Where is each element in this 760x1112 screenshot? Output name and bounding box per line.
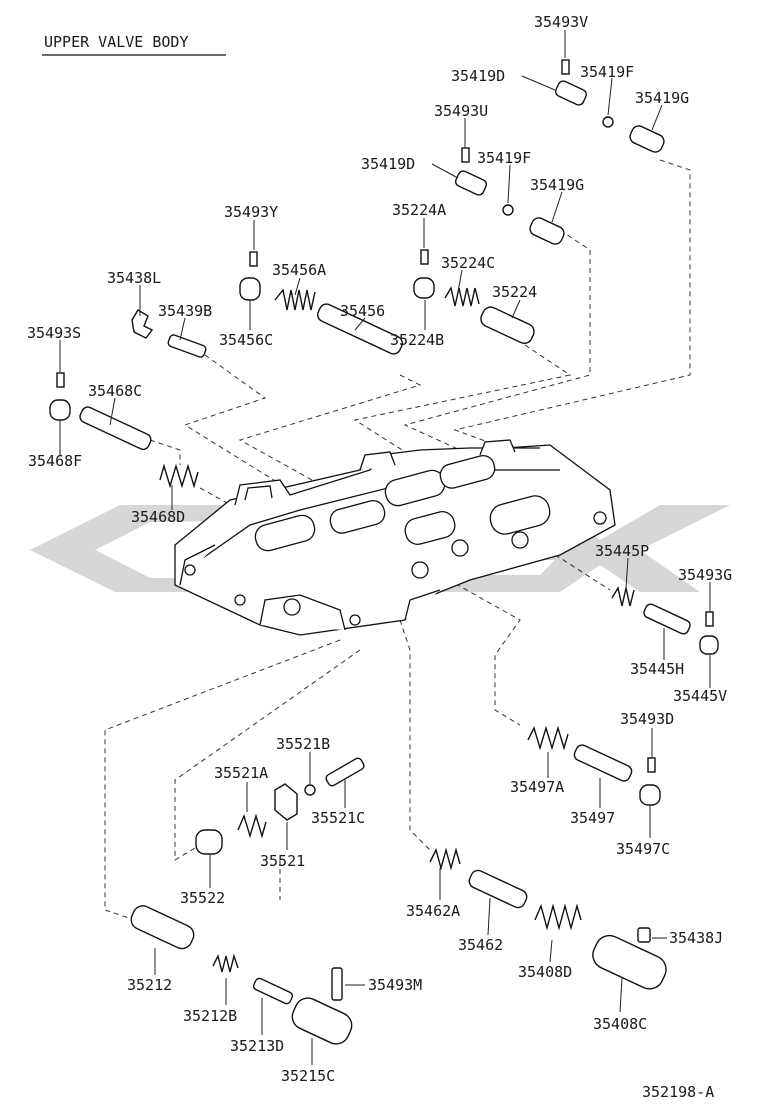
part-label: 35212B bbox=[183, 1007, 237, 1025]
part-35497-valve bbox=[573, 744, 633, 782]
part-label: 35468D bbox=[131, 508, 185, 526]
figure-code: 352198-A bbox=[642, 1083, 714, 1101]
upper-valve-body bbox=[174, 439, 616, 636]
part-label: 35445H bbox=[630, 660, 684, 678]
part-label: 35522 bbox=[180, 889, 225, 907]
part-label: 35521A bbox=[214, 764, 268, 782]
part-35213D-valve bbox=[252, 977, 294, 1005]
part-35445P-spring bbox=[611, 586, 635, 607]
part-35497C-shape bbox=[639, 784, 661, 806]
part-35493S-shape bbox=[56, 372, 65, 388]
part-35468D-spring bbox=[159, 463, 199, 489]
part-label: 35521B bbox=[276, 735, 330, 753]
leader-lines bbox=[59, 30, 711, 1065]
part-35419D-shape-a bbox=[554, 80, 588, 106]
part-35497A-spring bbox=[527, 725, 569, 751]
part-label: 35212 bbox=[127, 976, 172, 994]
part-label: 35468C bbox=[88, 382, 142, 400]
part-35419G-shape-a bbox=[629, 125, 665, 153]
part-35493G-shape bbox=[705, 611, 714, 627]
part-label: 35493V bbox=[534, 13, 588, 31]
part-35462A-spring bbox=[429, 847, 461, 871]
part-35456C-shape bbox=[239, 277, 261, 301]
part-label: 35462A bbox=[406, 902, 460, 920]
part-label: 35521C bbox=[311, 809, 365, 827]
part-label: 35493S bbox=[27, 324, 81, 342]
part-35438J-clip bbox=[637, 927, 651, 943]
part-35408D-spring bbox=[534, 903, 582, 931]
part-35445H-valve bbox=[643, 603, 691, 635]
part-label: 35224C bbox=[441, 254, 495, 272]
part-35419G-shape-b bbox=[529, 217, 565, 245]
part-35521A-spring bbox=[237, 813, 267, 839]
part-35224B-shape bbox=[413, 277, 435, 299]
part-35419D-shape-b bbox=[454, 170, 488, 196]
part-35493U-shape bbox=[461, 147, 470, 163]
part-35468F-shape bbox=[49, 399, 71, 421]
part-35521C-bolt bbox=[325, 757, 365, 787]
part-label: 35493Y bbox=[224, 203, 278, 221]
part-35215C-sleeve bbox=[291, 997, 353, 1045]
part-35456-valve bbox=[317, 303, 403, 355]
part-label: 35408D bbox=[518, 963, 572, 981]
part-label: 35493M bbox=[368, 976, 422, 994]
part-label: 35224 bbox=[492, 283, 537, 301]
part-35493V-shape bbox=[561, 59, 570, 75]
part-35212B-spring bbox=[212, 953, 239, 973]
part-labels: 35493V 35419D 35419F 35419G 35493U 35419… bbox=[27, 13, 732, 1085]
part-label: 35497 bbox=[570, 809, 615, 827]
part-35445V-shape bbox=[699, 635, 719, 655]
part-35224A-shape bbox=[420, 249, 429, 265]
part-35224-valve bbox=[480, 306, 535, 344]
part-label: 35419D bbox=[361, 155, 415, 173]
part-35521B-washer bbox=[304, 784, 316, 796]
part-35439B-bolt bbox=[167, 334, 207, 358]
part-label: 35419F bbox=[477, 149, 531, 167]
part-label: 35462 bbox=[458, 936, 503, 954]
part-label: 35497A bbox=[510, 778, 564, 796]
parts bbox=[49, 59, 719, 1045]
part-label: 35419D bbox=[451, 67, 505, 85]
part-35468C-valve bbox=[79, 406, 152, 451]
part-35408C-sleeve bbox=[592, 934, 667, 990]
part-label: 35456C bbox=[219, 331, 273, 349]
part-label: 35468F bbox=[28, 452, 82, 470]
part-label: 35445P bbox=[595, 542, 649, 560]
part-label: 35456A bbox=[272, 261, 326, 279]
part-label: 35419G bbox=[530, 176, 584, 194]
part-label: 35419F bbox=[580, 63, 634, 81]
part-35522-sleeve bbox=[195, 829, 223, 855]
part-35438L-clip bbox=[131, 309, 154, 339]
part-label: 35493G bbox=[678, 566, 732, 584]
part-label: 35521 bbox=[260, 852, 305, 870]
part-35493M-shape bbox=[331, 967, 343, 1001]
part-label: 35456 bbox=[340, 302, 385, 320]
part-label: 35408C bbox=[593, 1015, 647, 1033]
part-35212-valve bbox=[130, 905, 195, 950]
part-35419F-shape-b bbox=[502, 204, 514, 216]
part-35224C-spring bbox=[444, 286, 480, 307]
part-35456A-spring bbox=[274, 288, 316, 311]
part-label: 35224A bbox=[392, 201, 446, 219]
part-label: 35438J bbox=[669, 929, 723, 947]
part-label: 35438L bbox=[107, 269, 161, 287]
diagram-title: UPPER VALVE BODY bbox=[44, 33, 189, 51]
part-label: 35439B bbox=[158, 302, 212, 320]
part-35419F-shape-a bbox=[602, 116, 614, 128]
part-label: 35497C bbox=[616, 840, 670, 858]
part-35462-valve bbox=[468, 869, 528, 909]
part-label: 35493D bbox=[620, 710, 674, 728]
part-label: 35215C bbox=[281, 1067, 335, 1085]
part-label: 35493U bbox=[434, 102, 488, 120]
part-label: 35213D bbox=[230, 1037, 284, 1055]
part-35521-plate bbox=[274, 783, 298, 821]
part-label: 35445V bbox=[673, 687, 727, 705]
part-label: 35224B bbox=[390, 331, 444, 349]
part-35493D-shape bbox=[647, 757, 656, 773]
part-label: 35419G bbox=[635, 89, 689, 107]
part-35493Y-shape bbox=[249, 251, 258, 267]
assembly-dashed-lines bbox=[104, 159, 691, 921]
